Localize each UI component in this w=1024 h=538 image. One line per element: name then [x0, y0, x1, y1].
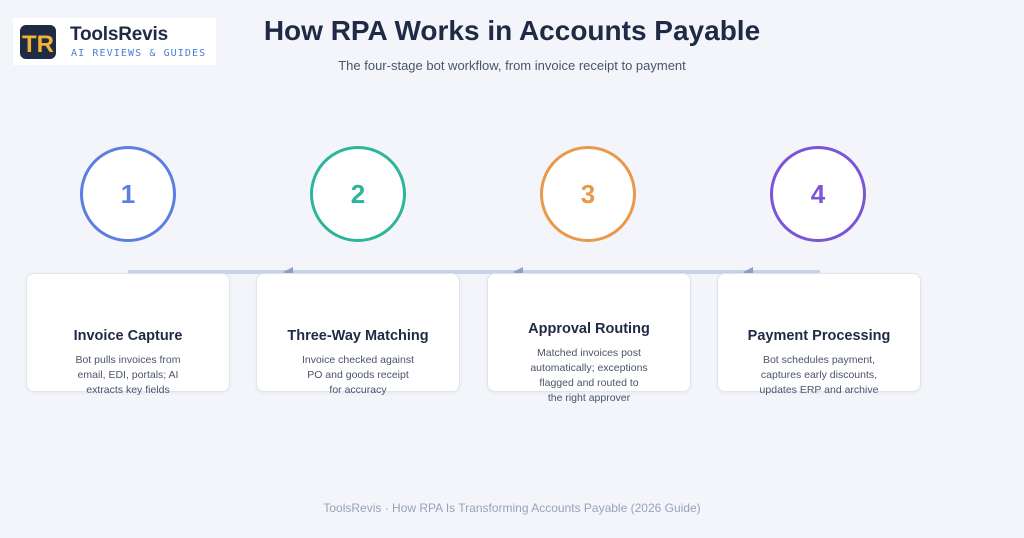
step-3-card: Approval Routing Matched invoices post a…: [487, 273, 691, 404]
logo-mark-icon: TR: [20, 25, 56, 59]
flow-arrow-icon: [743, 267, 753, 277]
step-4-number-circle: 4: [770, 146, 866, 242]
step-title: Approval Routing: [528, 321, 650, 337]
step-number: 1: [120, 179, 136, 209]
step-4-card: Payment Processing Bot schedules payment…: [717, 273, 921, 396]
step-number: 2: [350, 179, 366, 209]
logo-name: ToolsRevis: [70, 24, 168, 45]
step-description: Matched invoices post automatically; exc…: [530, 347, 648, 404]
flow-arrow-icon: [283, 267, 293, 277]
step-1-number-circle: 1: [80, 146, 176, 242]
step-title: Invoice Capture: [73, 328, 183, 344]
logo-tagline: AI REVIEWS & GUIDES: [71, 48, 207, 59]
step-description: Bot schedules payment, captures early di…: [759, 354, 879, 396]
flow-connector-line: [128, 270, 820, 274]
page-subtitle: The four-stage bot workflow, from invoic…: [338, 58, 686, 73]
step-1-card: Invoice Capture Bot pulls invoices from …: [26, 273, 230, 396]
step-title: Three-Way Matching: [287, 328, 429, 344]
step-3-number-circle: 3: [540, 146, 636, 242]
step-description: Invoice checked against PO and goods rec…: [301, 354, 415, 396]
step-2-number-circle: 2: [310, 146, 406, 242]
step-2-card: Three-Way Matching Invoice checked again…: [256, 273, 460, 396]
step-title: Payment Processing: [747, 328, 891, 344]
footer-caption: ToolsRevis · How RPA Is Transforming Acc…: [323, 501, 701, 515]
logo: TR ToolsRevis AI REVIEWS & GUIDES: [13, 18, 216, 65]
page-title: How RPA Works in Accounts Payable: [263, 15, 761, 46]
step-number: 3: [580, 179, 596, 209]
step-number: 4: [810, 179, 826, 209]
svg-text:TR: TR: [22, 31, 54, 58]
step-description: Bot pulls invoices from email, EDI, port…: [75, 354, 181, 396]
flow-arrow-icon: [513, 267, 523, 277]
